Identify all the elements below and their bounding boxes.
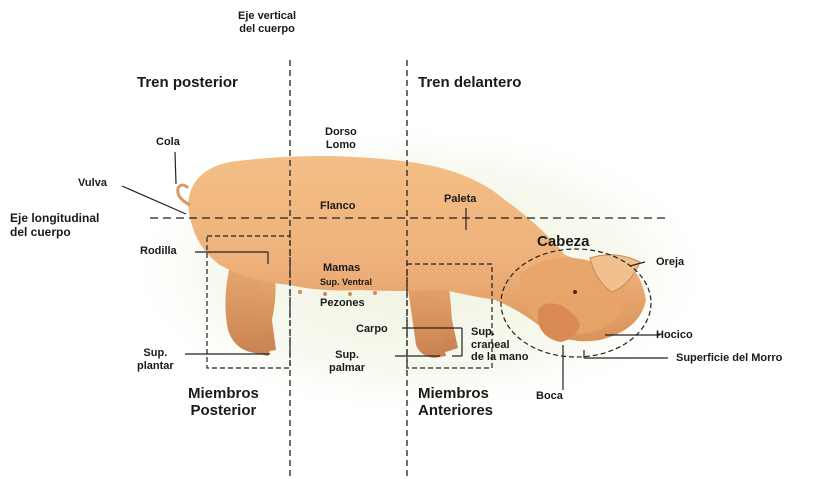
vulva-label: Vulva [78,177,107,190]
flank-label: Flanco [320,200,355,213]
vertical-axis-label: Eje verticaldel cuerpo [238,10,296,35]
tail-label: Cola [156,136,180,149]
head-section-title: Cabeza [537,233,590,250]
cranial-surface-label: Sup.cranealde la mano [471,326,528,364]
knee-label: Rodilla [140,245,177,258]
teats-label: Pezones [320,297,365,310]
palmar-surface-label: Sup.palmar [329,349,365,374]
ventral-surface-label: Sup. Ventral [320,277,372,287]
ear-label: Oreja [656,256,684,269]
hind-limbs-label: MiembrosPosterior [188,385,259,420]
fore-limbs-label: MiembrosAnteriores [418,385,493,420]
snout-label: Hocico [656,329,693,342]
back-label: DorsoLomo [325,126,357,151]
rear-section-title: Tren posterior [137,74,238,91]
longitudinal-axis-label: Eje longitudinaldel cuerpo [10,212,99,240]
snout-surface-label: Superficie del Morro [676,352,782,365]
front-section-title: Tren delantero [418,74,521,91]
shoulder-label: Paleta [444,193,476,206]
mammae-label: Mamas [323,262,360,275]
carpus-label: Carpo [356,323,388,336]
plantar-surface-label: Sup.plantar [137,347,174,372]
mouth-label: Boca [536,390,563,403]
